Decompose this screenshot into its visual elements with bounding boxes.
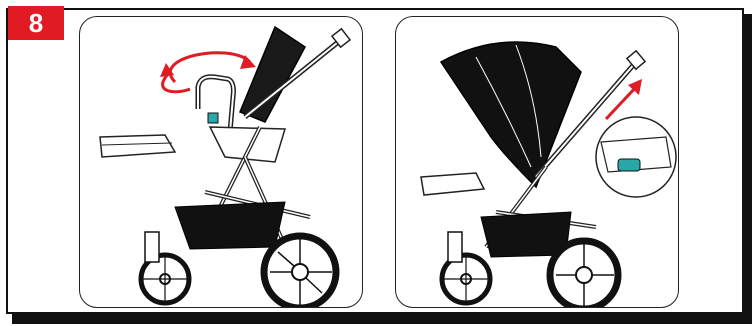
pull-arrow-icon — [604, 85, 638, 121]
stroller-seat-rotate-illustration — [99, 25, 352, 307]
step-number-badge: 8 — [8, 6, 64, 40]
panel-canopy — [395, 16, 679, 308]
release-button-icon — [617, 158, 641, 172]
release-button-icon — [207, 112, 219, 124]
stroller-canopy-fold-illustration — [420, 41, 677, 307]
panel-rotate-seat — [79, 16, 363, 308]
